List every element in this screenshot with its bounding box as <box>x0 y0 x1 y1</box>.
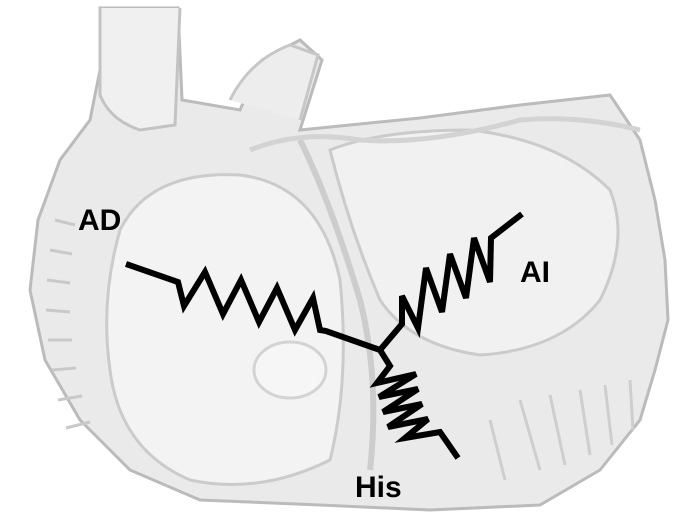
right-atrium-chamber <box>107 175 344 485</box>
aorta-shape <box>100 8 180 130</box>
label-ad: AD <box>78 204 121 237</box>
junction-node <box>377 347 383 353</box>
label-his: His <box>355 471 402 504</box>
fossa-ovalis <box>254 342 326 398</box>
label-ai: AI <box>520 256 550 289</box>
heart-illustration <box>30 8 668 510</box>
